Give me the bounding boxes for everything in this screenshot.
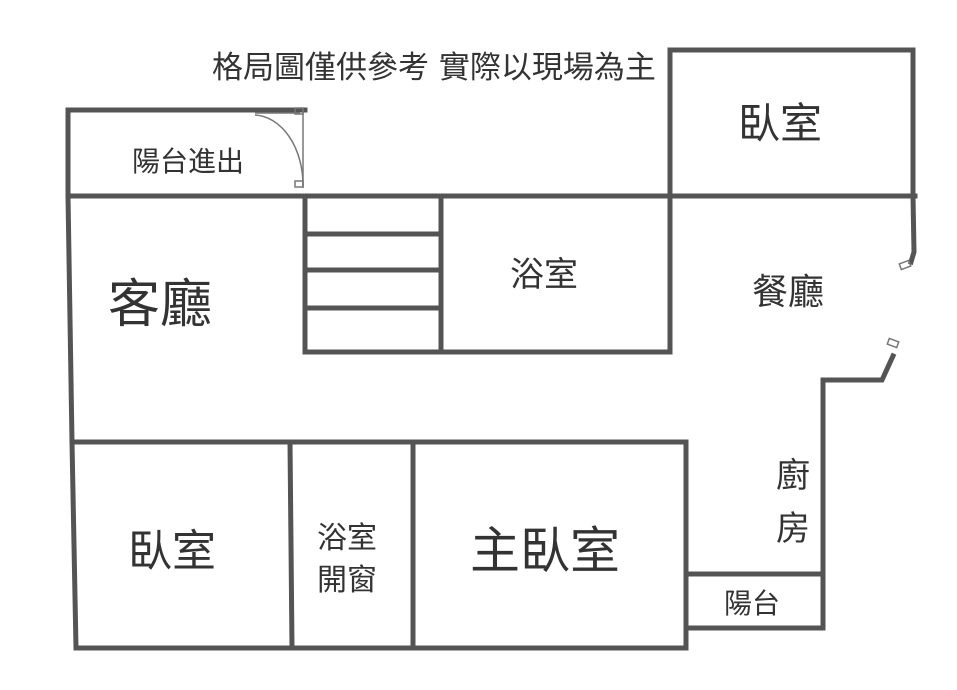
opening-marker-upper [898,259,912,271]
walls [65,47,918,651]
bedroom-top-right-label: 臥室 [738,99,822,148]
balcony-small-label: 陽台 [724,587,780,620]
balcony-entry-wall [65,107,308,199]
left-outer-wall [65,193,75,445]
balcony-entry-label: 陽台進出 [132,145,244,178]
dining-right-wall-lower [820,352,897,631]
disclaimer-note: 格局圖僅供參考 實際以現場為主 [212,50,656,86]
bedroom-bath-divider [287,439,295,651]
dining-room-label: 餐廳 [752,272,824,313]
bathroom-bottom-label-1: 浴室 [317,521,377,556]
bathroom-bottom-label-2: 開窗 [317,563,377,598]
living-room-label: 客廳 [108,275,212,335]
small-balcony-wall [683,571,826,631]
door-swing [254,107,304,188]
master-bedroom-label: 主臥室 [470,522,620,580]
bedroom-bottom-left-label: 臥室 [128,526,216,577]
stair-block-wall [302,193,673,355]
opening-marker-lower [886,337,900,349]
lower-rooms-wall [69,439,689,651]
kitchen-label-1: 廚 [776,456,810,496]
kitchen-label-2: 房 [776,509,810,549]
top-bedroom-wall [667,47,916,199]
dining-right-wall-upper [907,193,917,266]
bathroom-top-label: 浴室 [510,255,578,295]
